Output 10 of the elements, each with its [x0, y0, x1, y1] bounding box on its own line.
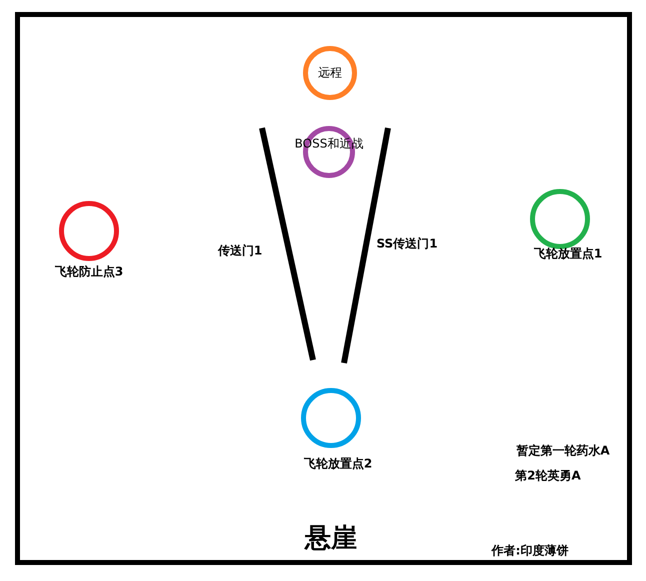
portal-label: SS传送门1 [376, 236, 438, 252]
author-credit: 作者:印度薄饼 [492, 542, 568, 560]
position-label: 飞轮放置点2 [304, 456, 372, 472]
note-text: 暂定第一轮药水A [516, 442, 610, 460]
portal-label: 传送门1 [218, 242, 262, 260]
area-label: 悬崖 [305, 522, 357, 556]
note-text: 第2轮英勇A [515, 468, 581, 484]
position-label: 飞轮放置点1 [534, 246, 602, 262]
position-label: 飞轮防止点3 [54, 264, 124, 280]
position-label: 远程 [318, 64, 342, 82]
